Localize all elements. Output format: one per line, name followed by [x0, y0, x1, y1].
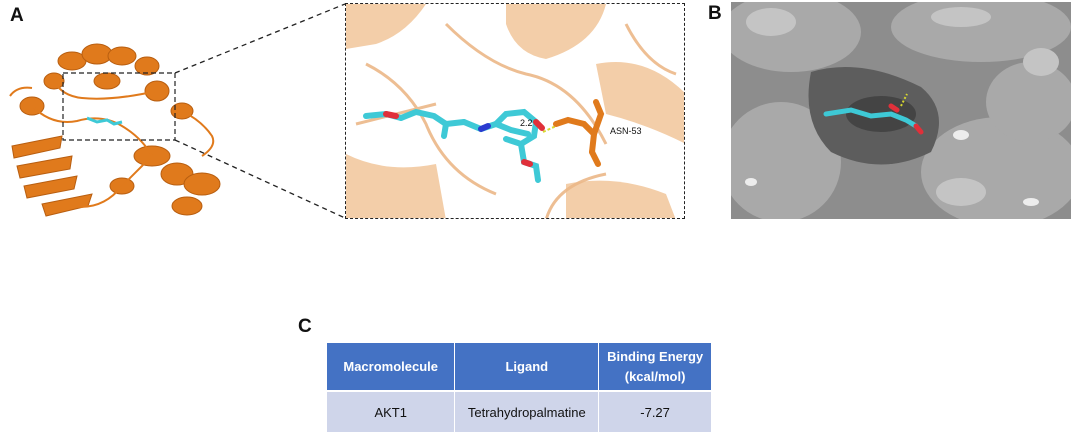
cell-macromolecule: AKT1 [327, 391, 456, 432]
panel-a-label: A [10, 5, 24, 26]
panel-b-label: B [708, 3, 722, 24]
cell-binding-energy: -7.27 [598, 391, 711, 432]
protein-surface-image [731, 2, 1071, 219]
binding-site-zoom-panel: 2.2 ASN-53 [345, 3, 685, 219]
header-binding-energy: Binding Energy (kcal/mol) [598, 343, 711, 392]
cell-ligand: Tetrahydropalmatine [454, 391, 600, 432]
header-binding-energy-line2: (kcal/mol) [624, 368, 686, 384]
header-ligand: Ligand [454, 343, 600, 392]
binding-site-zoom-image [346, 4, 684, 218]
binding-energy-table: Macromolecule Ligand Binding Energy (kca… [327, 343, 711, 432]
header-binding-energy-line1: Binding Energy [607, 348, 704, 364]
protein-cartoon-image [9, 43, 221, 217]
header-macromolecule: Macromolecule [327, 343, 456, 392]
table-header-row: Macromolecule Ligand Binding Energy (kca… [327, 343, 711, 392]
table-row: AKT1 Tetrahydropalmatine -7.27 [327, 391, 711, 432]
hbond-distance-label: 2.2 [520, 118, 533, 128]
residue-label: ASN-53 [610, 126, 642, 136]
panel-c-label: C [298, 316, 312, 337]
